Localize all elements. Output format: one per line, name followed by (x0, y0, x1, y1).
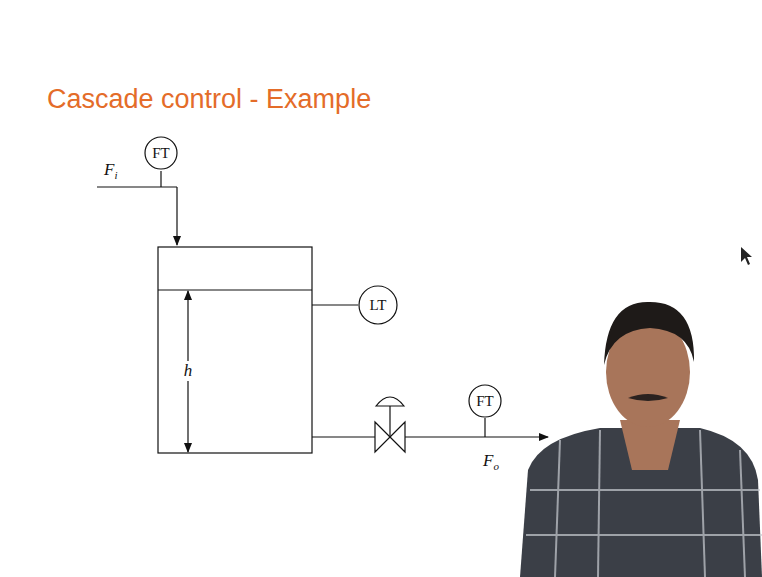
instrument-tag: FT (476, 393, 494, 410)
instrument-tag: FT (152, 145, 170, 162)
instrument-bubble: LT (358, 285, 398, 325)
dimension-label: h (183, 361, 194, 381)
instrument-bubble: FT (468, 384, 502, 418)
presenter-figure (520, 302, 762, 577)
instrument-bubble: FT (144, 136, 178, 170)
slide-title: Cascade control - Example (47, 84, 371, 115)
flow-label: Fo (482, 451, 500, 472)
flow-label: Fi (103, 160, 118, 181)
mouse-cursor (741, 247, 752, 265)
instrument-tag: LT (370, 297, 387, 314)
